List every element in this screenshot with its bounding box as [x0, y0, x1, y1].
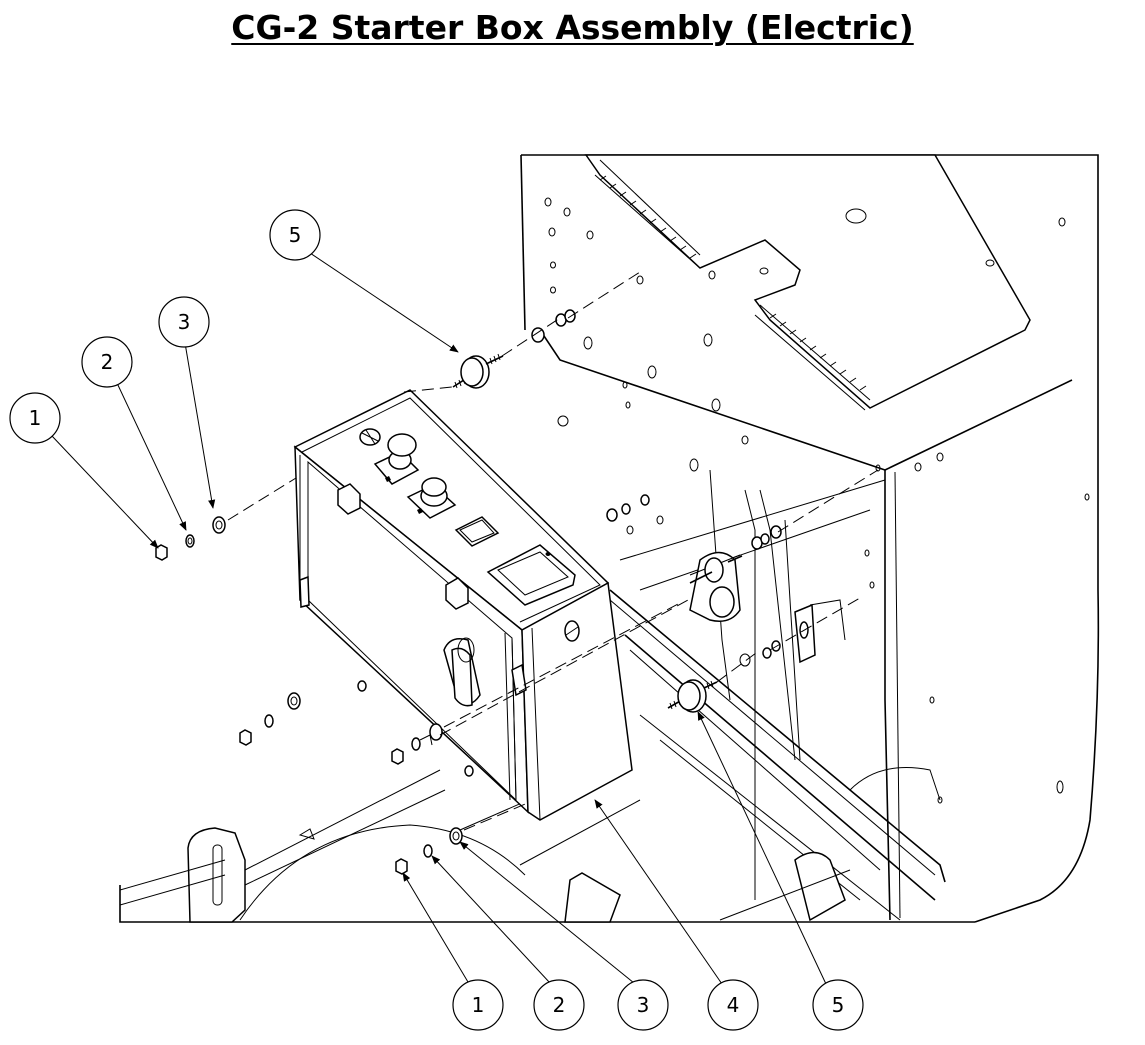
fasteners-center [391, 599, 689, 765]
callout-3-top: 3 [158, 296, 210, 348]
machine-frame [119, 154, 1100, 923]
upper-wall-nuts [531, 309, 782, 659]
callout-5-bottom: 5 [812, 979, 864, 1031]
callout-3-top-label: 3 [178, 310, 191, 334]
frame-holes [544, 197, 1090, 804]
fasteners-left-middle [239, 692, 301, 746]
dash-line-standoff [403, 386, 453, 393]
standoff-bottom [667, 679, 718, 713]
callout-1-bottom-label: 1 [472, 993, 485, 1017]
standoff-top [452, 353, 504, 389]
dash-line-lower-standoff [716, 649, 761, 683]
callout-5-top-label: 5 [289, 223, 302, 247]
callout-2-bottom: 2 [533, 979, 585, 1031]
callout-1-top-label: 1 [29, 406, 42, 430]
callout-2-top: 2 [81, 336, 133, 388]
callout-1-top: 1 [9, 392, 61, 444]
leader-lines [51, 250, 827, 985]
dash-line-top [501, 317, 561, 357]
callout-2-top-label: 2 [101, 350, 114, 374]
callout-2-bottom-label: 2 [553, 993, 566, 1017]
callout-3-bottom: 3 [617, 979, 669, 1031]
callout-4-bottom-label: 4 [727, 993, 740, 1017]
fasteners-bottom [395, 801, 531, 875]
callout-5-top: 5 [269, 209, 321, 261]
page-title-text: CG-2 Starter Box Assembly (Electric) [231, 8, 914, 47]
starter-box [293, 389, 633, 821]
hinge-marks [599, 175, 867, 391]
callout-3-bottom-label: 3 [637, 993, 650, 1017]
page-title: CG-2 Starter Box Assembly (Electric) [0, 8, 1145, 47]
callout-4-bottom: 4 [707, 979, 759, 1031]
fasteners-upper-left [155, 477, 297, 561]
callout-1-bottom: 1 [452, 979, 504, 1031]
callout-5-bottom-label: 5 [832, 993, 845, 1017]
mount-bracket-middle [689, 551, 743, 622]
